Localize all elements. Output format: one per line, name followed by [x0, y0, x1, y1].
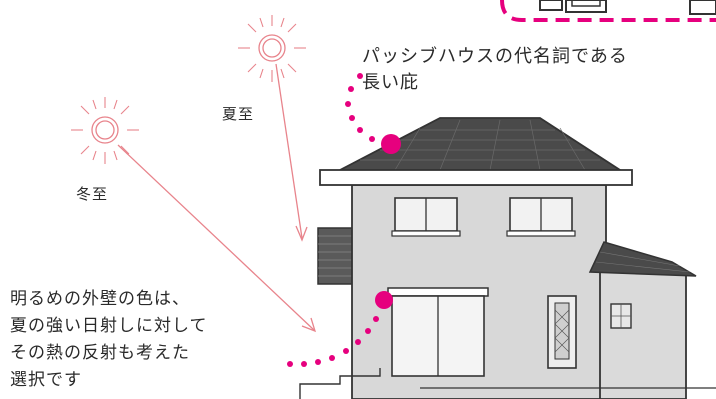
- eaves-caption-line: 長い庇: [362, 72, 419, 93]
- header-frame: [500, 0, 716, 22]
- summer-solstice-label: 夏至: [222, 105, 255, 123]
- summer-sun-icon: [238, 15, 306, 82]
- wall-caption-line: 選択です: [10, 370, 82, 390]
- winter-solstice-label: 冬至: [76, 185, 109, 203]
- eaves-caption-line: パッシブハウスの代名詞である: [362, 46, 628, 67]
- wall-caption-line: その熱の反射も考えた: [10, 343, 190, 363]
- winter-sun-ray: [117, 144, 315, 331]
- house-drawing: [299, 117, 716, 399]
- summer-sun-ray: [275, 63, 303, 239]
- winter-sun-icon: [71, 97, 139, 164]
- wall-caption-line: 夏の強い日射しに対して: [10, 316, 208, 336]
- wall-caption: 明るめの外壁の色は、 夏の強い日射しに対して その熱の反射も考えた 選択です: [10, 286, 208, 394]
- eaves-caption: パッシブハウスの代名詞である 長い庇: [362, 44, 628, 96]
- wall-pointer: [287, 291, 393, 367]
- wall-caption-line: 明るめの外壁の色は、: [10, 289, 190, 309]
- eaves-pointer: [345, 73, 401, 154]
